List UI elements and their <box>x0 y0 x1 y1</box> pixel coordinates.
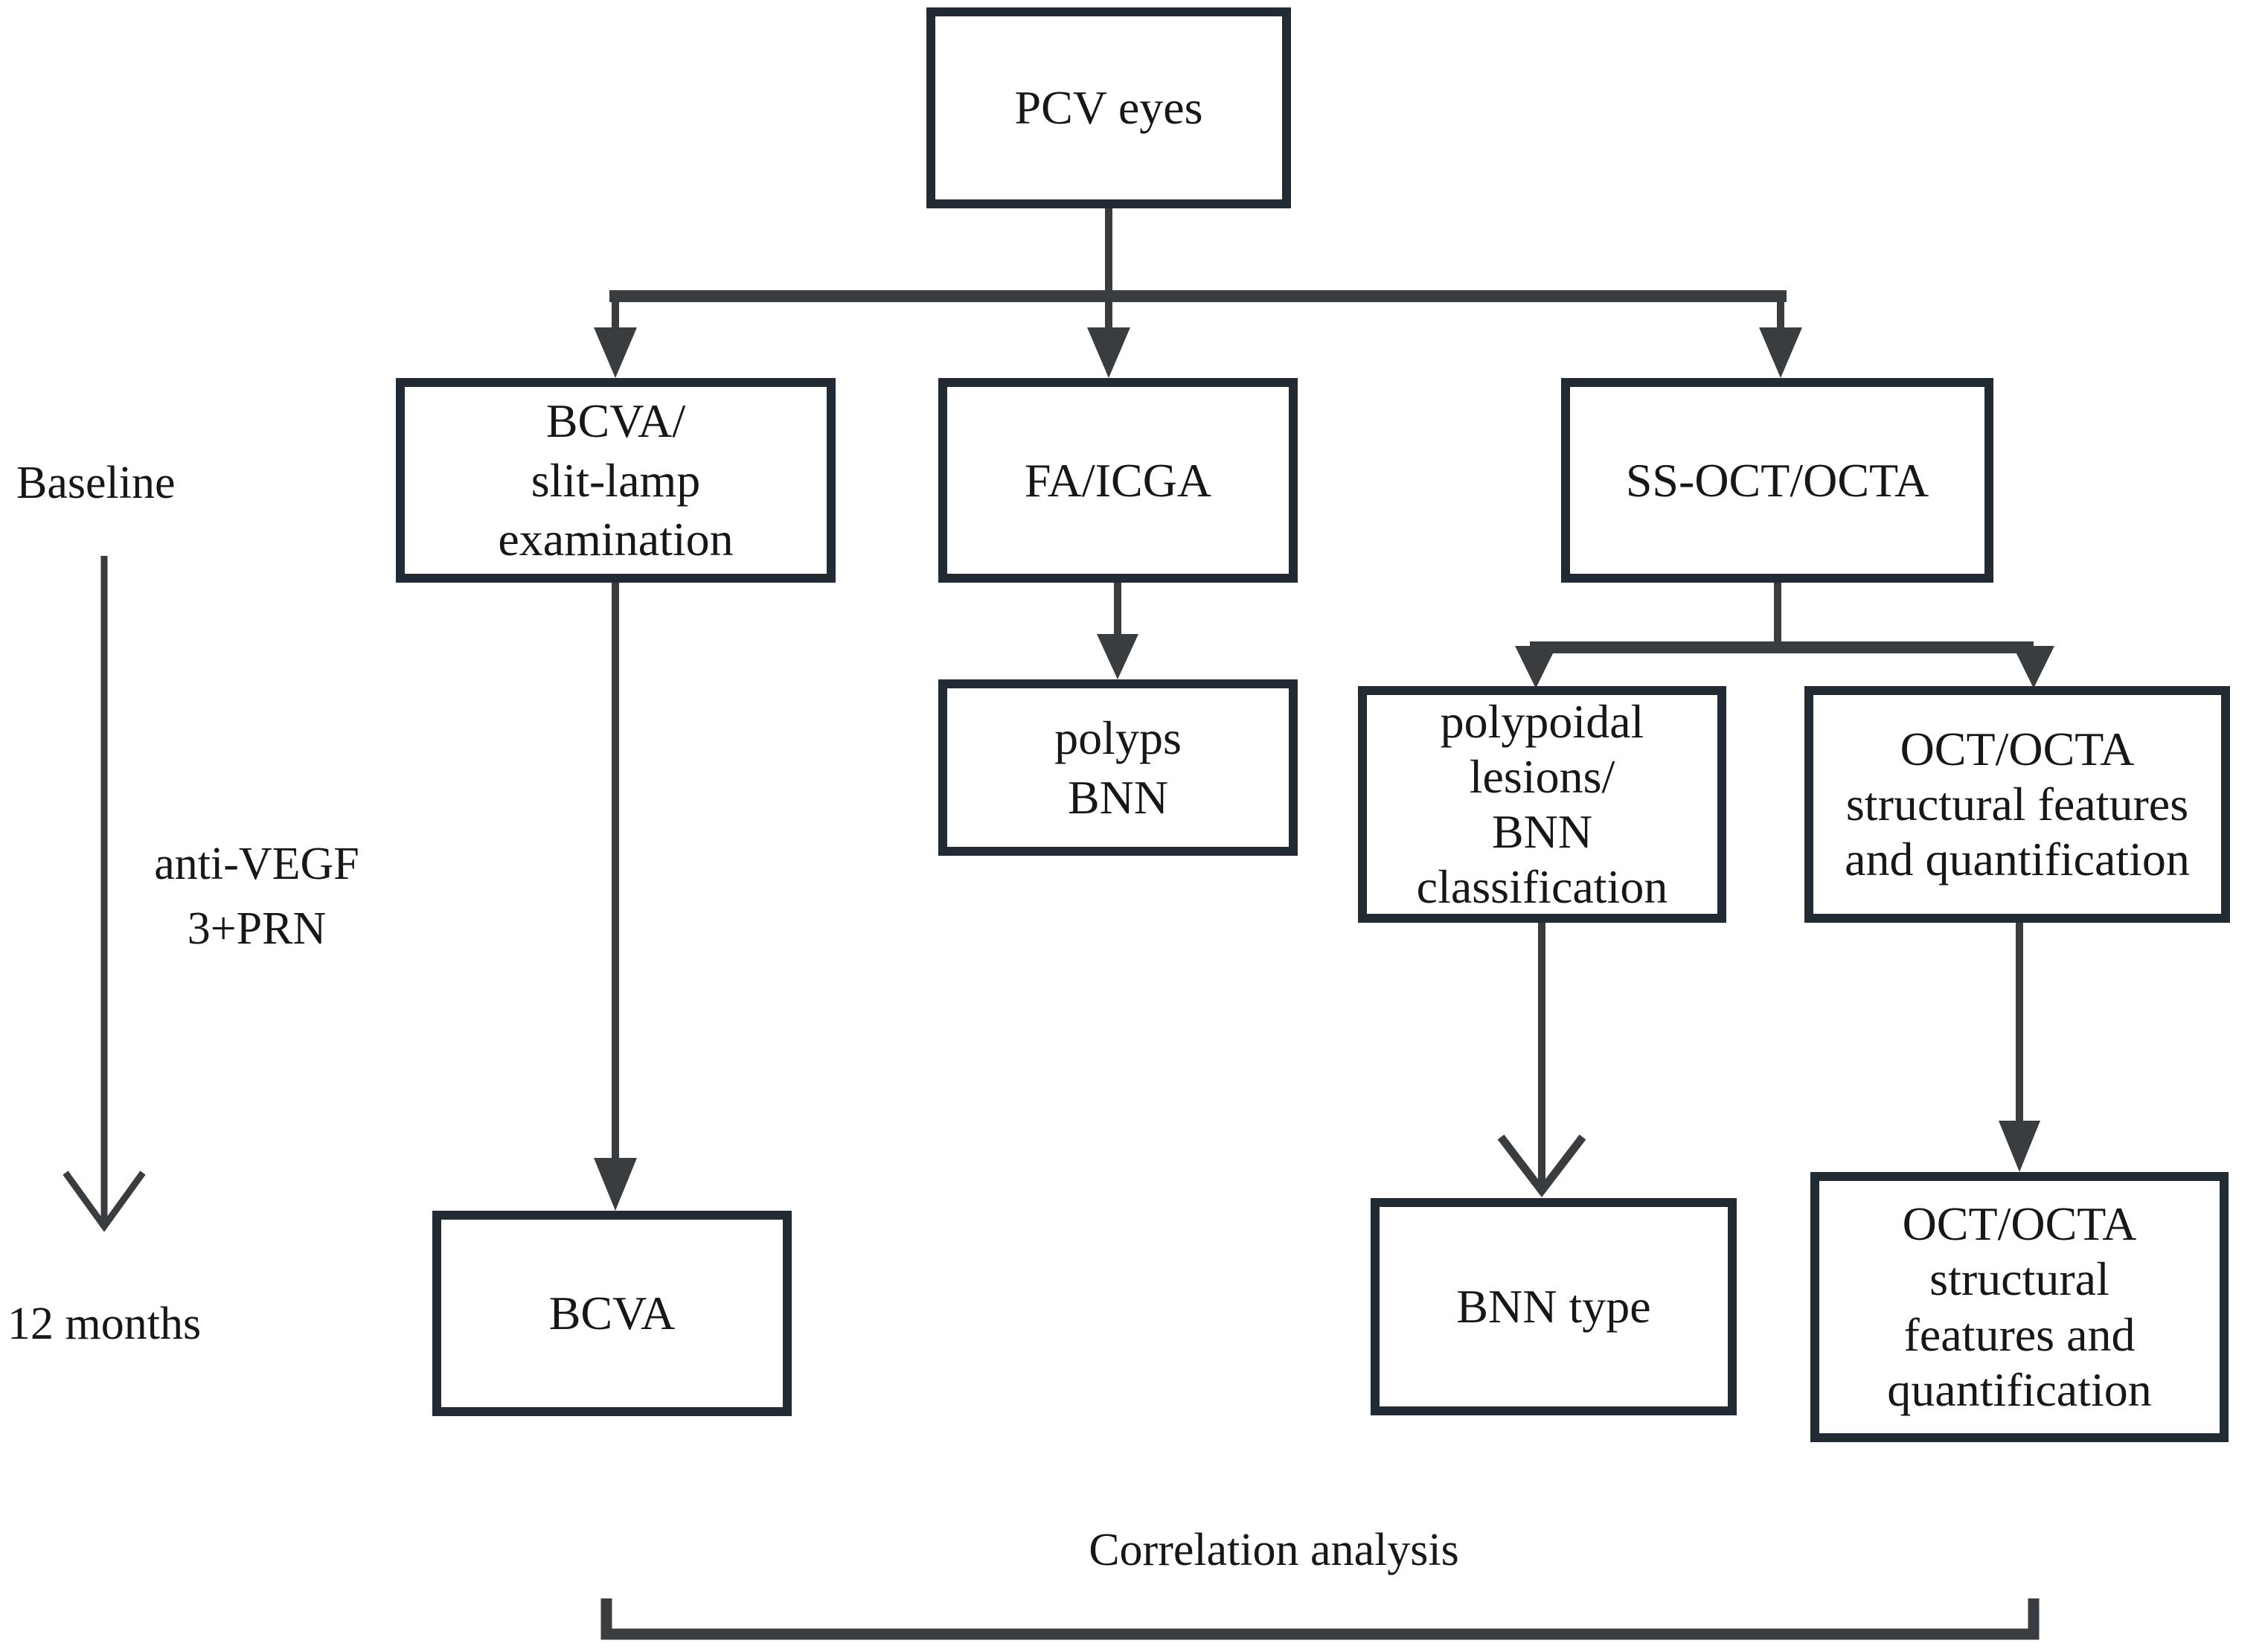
correlation-analysis-label: Correlation analysis <box>1089 1525 1459 1575</box>
twelve-months-label: 12 months <box>7 1299 202 1349</box>
arrowhead-to-bcva-slit <box>594 327 637 378</box>
arrowhead-to-polypoidal <box>1515 646 1557 688</box>
arrowhead-to-ss-oct <box>1759 327 1802 378</box>
node-polyps-bnn: polyps BNN <box>938 679 1298 856</box>
anti-vegf-label: anti-VEGF 3+PRN <box>154 839 359 954</box>
node-bcva-slit-lamp: BCVA/ slit-lamp examination <box>396 378 836 583</box>
arrowhead-to-oct-octa-12m <box>1999 1121 2040 1172</box>
node-bnn-type: BNN type <box>1371 1198 1737 1415</box>
timeline-arrowhead-chevron <box>63 1171 146 1232</box>
node-ss-oct-octa: SS-OCT/OCTA <box>1561 378 1993 583</box>
node-oct-octa-features-12m: OCT/OCTA structural features and quantif… <box>1810 1172 2229 1442</box>
arrowhead-to-polyps <box>1097 634 1138 679</box>
arrowhead-to-oct-octa-baseline <box>2013 646 2054 688</box>
arrowhead-to-bcva <box>594 1158 637 1211</box>
baseline-label: Baseline <box>16 458 176 508</box>
correlation-bracket <box>600 1598 2040 1640</box>
node-pcv-eyes: PCV eyes <box>926 7 1291 208</box>
arrowhead-chevron-bnn-type <box>1497 1134 1586 1198</box>
node-fa-icga: FA/ICGA <box>938 378 1298 583</box>
node-oct-octa-features-baseline: OCT/OCTA structural features and quantif… <box>1804 686 2230 923</box>
node-polypoidal-lesions: polypoidal lesions/ BNN classification <box>1358 686 1726 923</box>
node-bcva-12m: BCVA <box>432 1211 792 1416</box>
arrowhead-to-fa-icga <box>1087 327 1130 378</box>
